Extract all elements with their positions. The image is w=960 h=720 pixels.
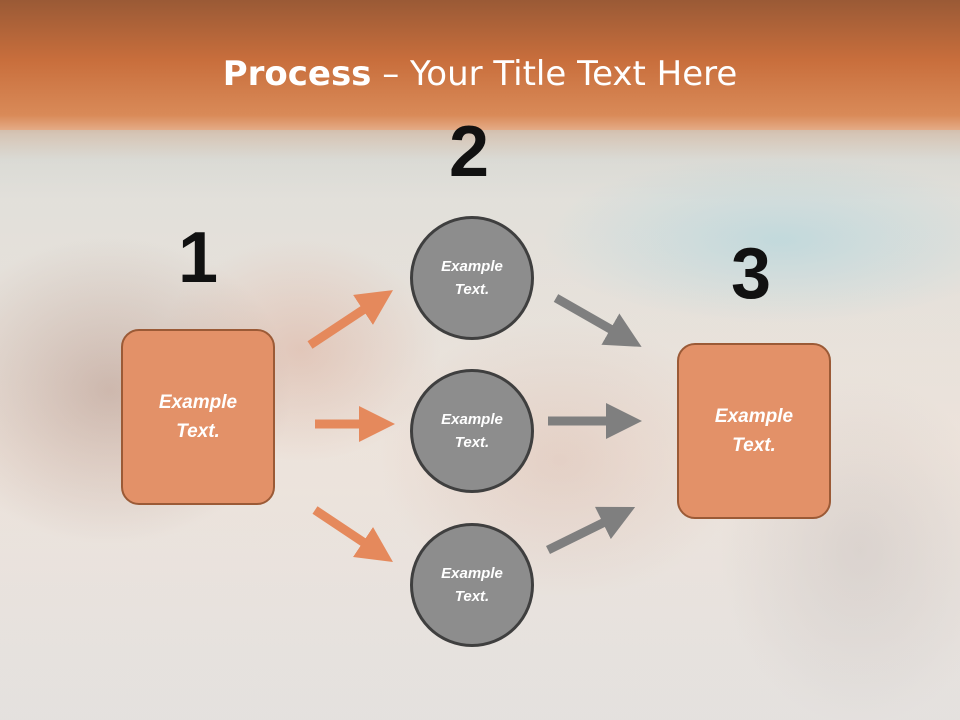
left-text-box[interactable]: Example Text. xyxy=(121,329,275,505)
arrow-bottom-to-right xyxy=(546,506,636,555)
step-number-3: 3 xyxy=(731,234,772,314)
step-number-2: 2 xyxy=(449,112,490,192)
circle-top[interactable]: Example Text. xyxy=(410,216,534,340)
circle-bottom[interactable]: Example Text. xyxy=(410,523,534,647)
title-bold: Process xyxy=(222,54,372,94)
right-box-text: Example Text. xyxy=(715,402,793,460)
step-number-1: 1 xyxy=(178,218,219,298)
arrow-left-to-top xyxy=(307,290,394,349)
circle-middle[interactable]: Example Text. xyxy=(410,369,534,493)
circle-bottom-line1: Example xyxy=(441,565,503,582)
circle-top-text: Example Text. xyxy=(441,255,503,301)
right-box-line2: Text. xyxy=(732,435,776,456)
left-box-text: Example Text. xyxy=(159,388,237,446)
circle-bottom-text: Example Text. xyxy=(441,562,503,608)
circle-middle-line2: Text. xyxy=(454,434,490,451)
title-rest: – Your Title Text Here xyxy=(371,54,738,94)
slide-title: Process – Your Title Text Here xyxy=(0,52,960,96)
circle-top-line2: Text. xyxy=(454,281,490,298)
circle-bottom-line2: Text. xyxy=(454,588,490,605)
right-box-line1: Example xyxy=(714,406,794,427)
arrow-left-to-bottom xyxy=(312,506,393,562)
right-text-box[interactable]: Example Text. xyxy=(677,343,831,519)
circle-middle-text: Example Text. xyxy=(441,408,503,454)
left-box-line2: Text. xyxy=(176,421,220,442)
circle-middle-line1: Example xyxy=(441,411,503,428)
circle-top-line1: Example xyxy=(441,258,503,275)
arrow-top-to-right xyxy=(553,294,642,347)
left-box-line1: Example xyxy=(158,392,238,413)
